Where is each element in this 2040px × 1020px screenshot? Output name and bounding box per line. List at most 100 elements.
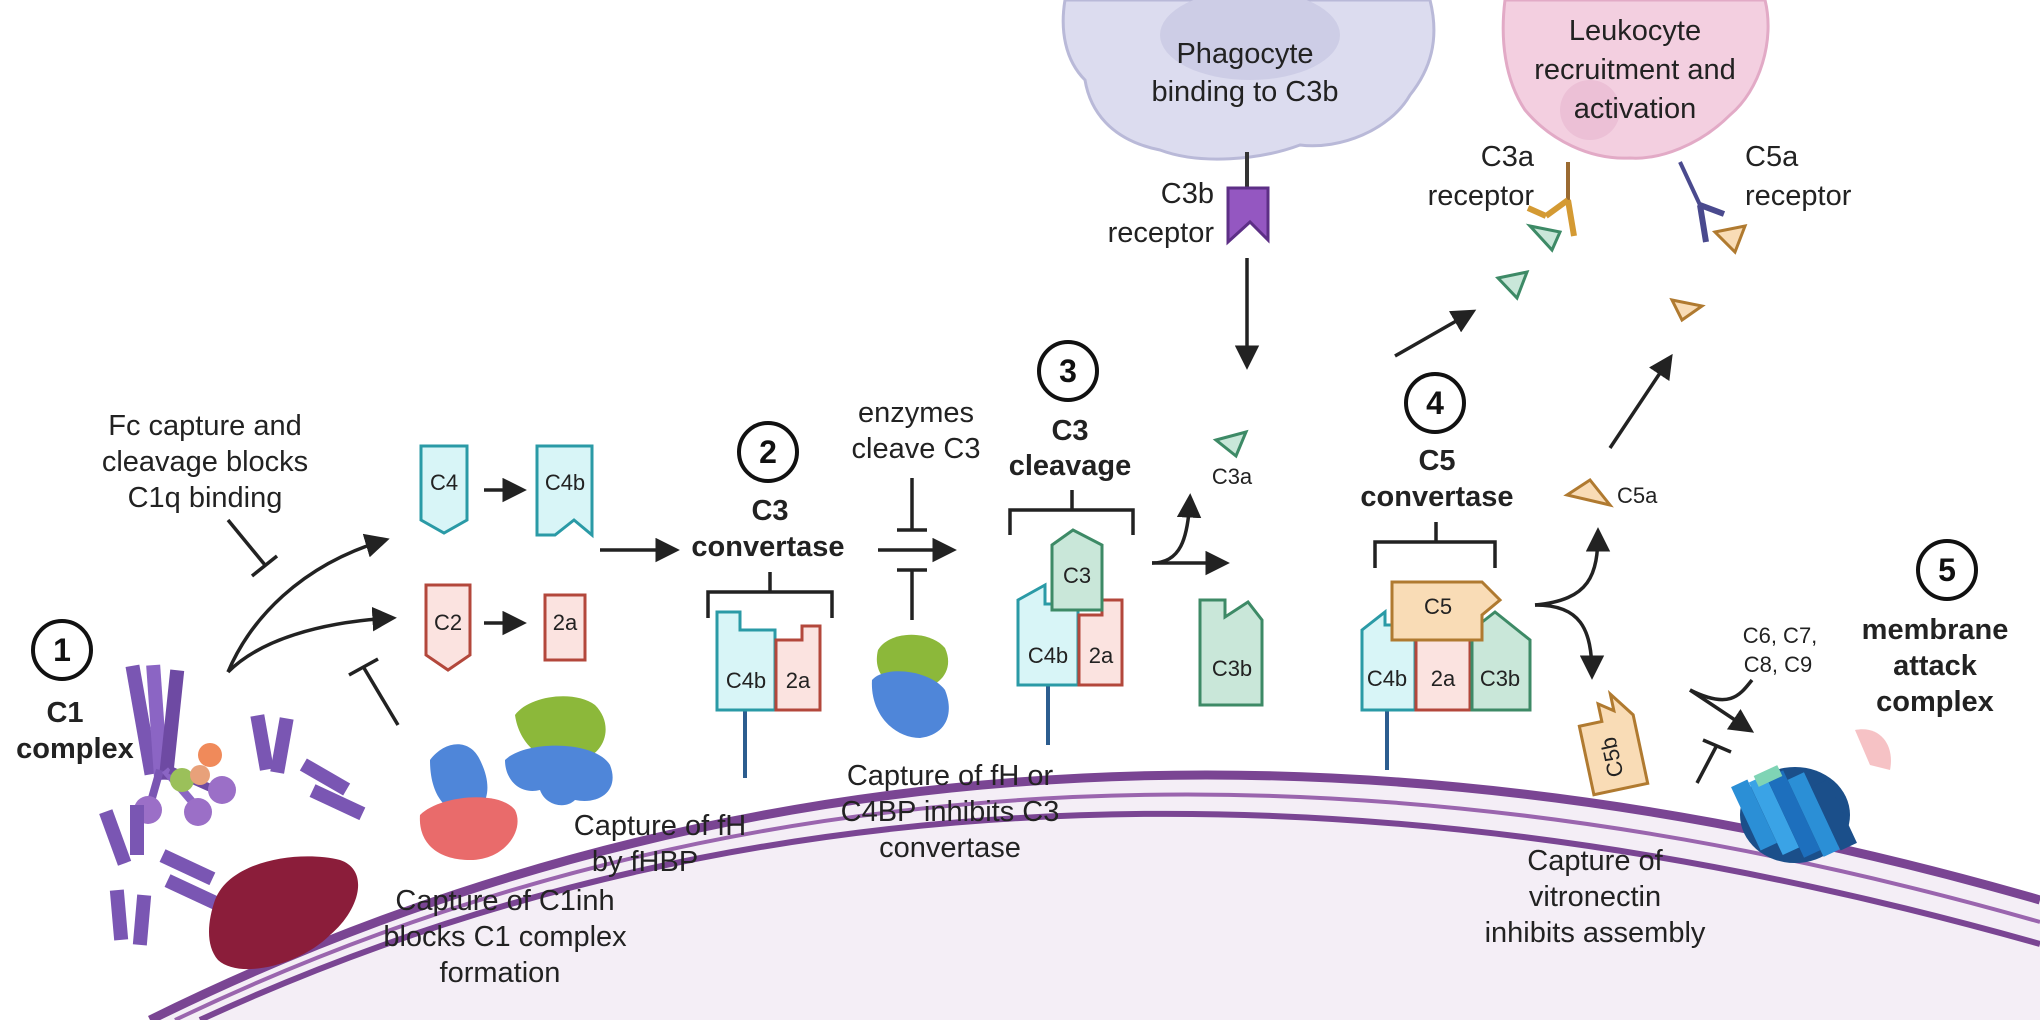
c1inh-label-3: formation: [440, 957, 561, 989]
step-1-number: 1: [53, 632, 71, 668]
c4b-label: C4b: [545, 470, 585, 495]
c4b-label-conv2: C4b: [1367, 666, 1407, 691]
step-4-number: 4: [1426, 385, 1444, 421]
step-4: 4 C5 convertase: [1360, 372, 1514, 568]
c4b-label-conv1: C4b: [726, 668, 766, 693]
c1inh-protein: [209, 856, 359, 970]
c3b-fragment: C3b: [1198, 598, 1264, 707]
step-3-title-2: cleavage: [1009, 450, 1132, 482]
c3b-receptor-label-2: receptor: [1108, 217, 1215, 249]
fhbp-c1inh-capture: [419, 744, 518, 860]
c3-convertase-complex: C4b 2a: [715, 610, 822, 778]
step-4-title-1: C5: [1418, 445, 1455, 477]
enzymes-annotation: enzymes cleave C3: [852, 397, 980, 620]
arrow-to-c3a: [1151, 493, 1202, 565]
vitronectin-label-2: vitronectin: [1529, 881, 1661, 913]
c2a-fragment: 2a: [543, 593, 587, 662]
c2-label: C2: [434, 610, 462, 635]
phagocyte-label-2: binding to C3b: [1151, 76, 1338, 108]
c3a-receptor: C3a receptor: [1428, 141, 1577, 253]
step-2-number: 2: [759, 434, 777, 470]
c3b-label-conv2: C3b: [1480, 666, 1520, 691]
c5-convertase-complex: C5 C4b 2a C3b: [1360, 580, 1532, 770]
c1inh-inhibition: [348, 657, 400, 726]
c1-complex-graphic: [125, 664, 236, 826]
antibodies: [99, 714, 366, 946]
step-2-title-1: C3: [751, 495, 788, 527]
c5a-receptor-label-1: C5a: [1745, 141, 1799, 173]
fh-c4bp-protein: [871, 634, 949, 738]
step-5-number: 5: [1938, 552, 1956, 588]
c3b-receptor-label-1: C3b: [1161, 178, 1214, 210]
late-components-label-1: C6, C7,: [1743, 623, 1818, 648]
step-4-title-2: convertase: [1360, 481, 1513, 513]
bacterial-cell: [148, 770, 2040, 1020]
c3a-fragment: C3a: [1212, 429, 1253, 489]
step-5: 5 membrane attack complex: [1862, 539, 2009, 718]
step-5-title-3: complex: [1876, 686, 1994, 718]
fh-fhbp-label-1: Capture of fH: [574, 810, 746, 842]
c5a-label: C5a: [1617, 483, 1658, 508]
arrow-to-c2: [226, 606, 397, 674]
fh-c4bp-label-2: C4BP inhibits C3: [841, 796, 1060, 828]
step-5-title-1: membrane: [1862, 614, 2009, 646]
phagocyte-label-1: Phagocyte: [1176, 38, 1313, 70]
c4b-fragment: C4b: [535, 444, 594, 539]
arrow-c3a-to-receptor: [1394, 309, 1477, 358]
c2a-label-conv2: 2a: [1431, 666, 1456, 691]
late-components-label-2: C8, C9: [1744, 652, 1812, 677]
c3b-receptor: C3b receptor: [1108, 152, 1270, 370]
vitronectin-label-3: inhibits assembly: [1485, 917, 1706, 949]
step-4-badge: [1404, 372, 1466, 434]
fh-fhbp-label-2: by fHBP: [592, 846, 698, 878]
arrow-to-c4: [226, 533, 390, 673]
vitronectin-label-1: Capture of: [1527, 845, 1663, 877]
c2-fragment: C2: [424, 583, 472, 672]
arrow-to-c5a: [1534, 527, 1611, 607]
c4-fragment: C4: [419, 444, 469, 535]
step-1: 1 C1 complex: [16, 619, 134, 765]
c5a-fragment: C5a: [1563, 477, 1658, 508]
fh-fhbp-annotation: Capture of fH by fHBP: [574, 810, 746, 878]
leukocyte-cell: Leukocyte recruitment and activation: [1501, 0, 1770, 160]
fc-capture-annotation: Fc capture and cleavage blocks C1q bindi…: [102, 410, 308, 578]
fc-capture-label-3: C1q binding: [128, 482, 283, 514]
arrow-c5a-to-receptor: [1608, 353, 1673, 449]
leukocyte-label-3: activation: [1574, 93, 1697, 125]
step-1-title-1: C1: [46, 697, 83, 729]
c1inh-label-1: Capture of C1inh: [395, 885, 614, 917]
c5b-fragment: C5b: [1577, 689, 1650, 797]
c5-label: C5: [1424, 594, 1452, 619]
c4b-label-cleavage: C4b: [1028, 643, 1068, 668]
c3a-fragment-floating: [1495, 269, 1530, 301]
c3-label: C3: [1063, 563, 1091, 588]
leukocyte-label-2: recruitment and: [1534, 54, 1736, 86]
c4-label: C4: [430, 470, 458, 495]
step-3-title-1: C3: [1051, 415, 1088, 447]
membrane-attack-complex-graphic: [1731, 729, 1891, 863]
step-5-title-2: attack: [1893, 650, 1978, 682]
c3b-label: C3b: [1212, 656, 1252, 681]
step-3: 3 C3 cleavage: [1008, 340, 1135, 535]
c5a-receptor: C5a receptor: [1678, 141, 1852, 255]
fh-c4bp-label-3: convertase: [879, 832, 1021, 864]
phagocyte-cell: Phagocyte binding to C3b: [1061, 0, 1436, 161]
fh-c4bp-annotation: Capture of fH or C4BP inhibits C3 conver…: [841, 760, 1060, 864]
fh-c4bp-label-1: Capture of fH or: [847, 760, 1054, 792]
step-1-badge: [31, 619, 93, 681]
enzymes-label-1: enzymes: [858, 397, 974, 429]
arrow-to-c5b: [1534, 603, 1605, 680]
leukocyte-label-1: Leukocyte: [1569, 15, 1701, 47]
c2a-label: 2a: [553, 610, 578, 635]
c3a-receptor-label-2: receptor: [1428, 180, 1535, 212]
step-2: 2 C3 convertase: [691, 421, 845, 618]
step-5-badge: [1916, 539, 1978, 601]
fc-capture-label-2: cleavage blocks: [102, 446, 308, 478]
c1inh-annotation: Capture of C1inh blocks C1 complex forma…: [383, 885, 627, 989]
c3a-label: C3a: [1212, 464, 1253, 489]
step-3-badge: [1037, 340, 1099, 402]
c5a-receptor-label-2: receptor: [1745, 180, 1852, 212]
vitronectin-annotation: Capture of vitronectin inhibits assembly: [1485, 845, 1706, 949]
fhbp-fh-capture: [505, 696, 613, 806]
